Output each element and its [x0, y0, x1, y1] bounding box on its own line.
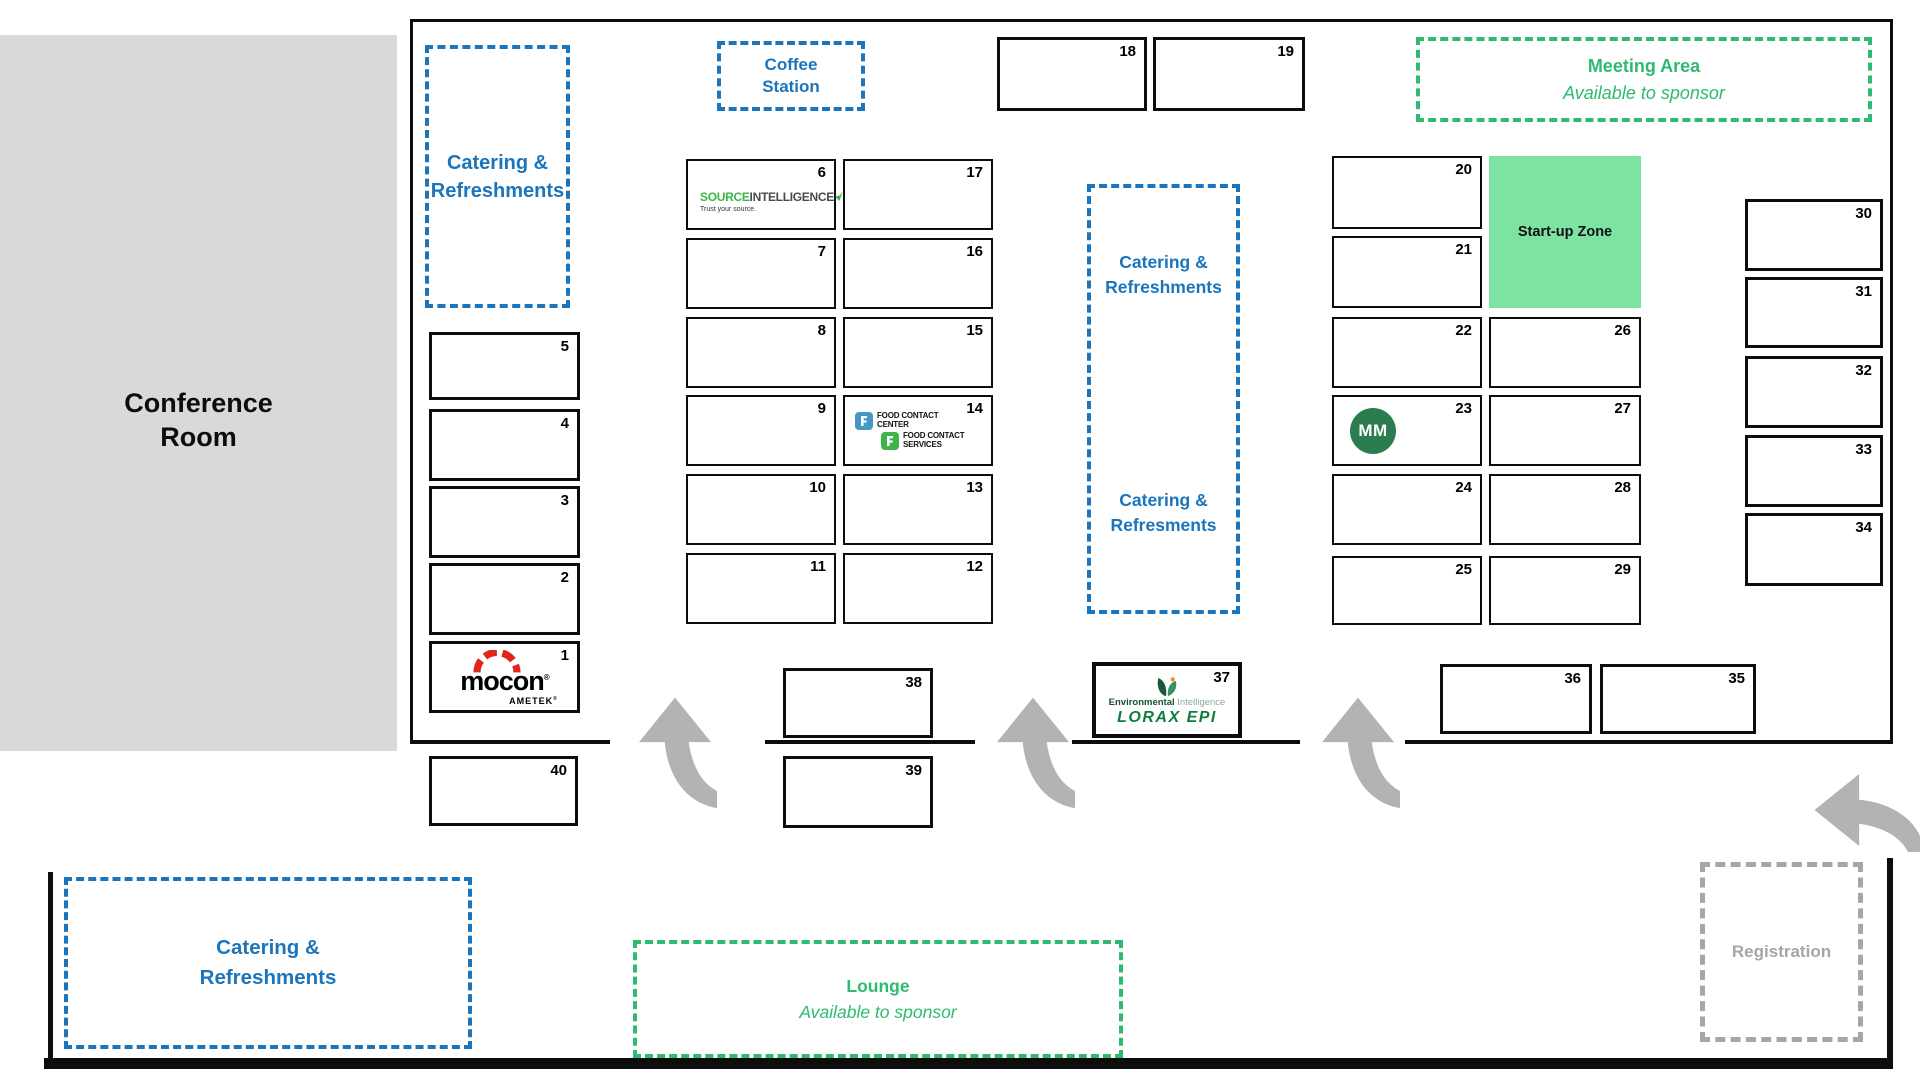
booth-40[interactable]: 40 — [429, 756, 578, 826]
hall-bottom-wall-segment — [1072, 740, 1300, 744]
lower-left-wall — [48, 872, 53, 1060]
entrance-arrow-up-icon — [983, 695, 1083, 815]
registration-area: Registration — [1700, 862, 1863, 1042]
lounge-area: Lounge Available to sponsor — [633, 940, 1123, 1058]
entrance-arrow-up-icon — [1308, 695, 1408, 815]
hall-bottom-wall-segment — [1405, 740, 1893, 744]
catering-area-bottom-left: Catering & Refreshments — [64, 877, 472, 1049]
startup-zone: Start-up Zone — [1489, 156, 1641, 308]
coffee-station-area: Coffee Station — [717, 41, 865, 111]
bottom-wall — [44, 1058, 1893, 1069]
catering-area-top-left: Catering & Refreshments — [425, 45, 570, 308]
meeting-area: Meeting Area Available to sponsor — [1416, 37, 1872, 122]
catering-middle-top-label: Catering & Refreshments — [1105, 252, 1222, 297]
booth-39[interactable]: 39 — [783, 756, 933, 828]
booth-number: 39 — [905, 762, 922, 779]
booth-number: 40 — [550, 762, 567, 779]
hall-bottom-wall-segment — [410, 740, 610, 744]
exhibition-hall — [410, 19, 1893, 743]
conference-room-label: Conference Room — [124, 388, 273, 452]
catering-area-middle: Catering & Refreshments Catering & Refre… — [1087, 184, 1240, 614]
entrance-arrow-left-icon — [1814, 750, 1920, 870]
entrance-arrow-up-icon — [625, 695, 725, 815]
lower-right-wall — [1887, 858, 1893, 1060]
hall-bottom-wall-segment — [765, 740, 975, 744]
catering-middle-bottom-label: Catering & Refresments — [1110, 490, 1217, 535]
conference-room: Conference Room — [0, 35, 397, 751]
